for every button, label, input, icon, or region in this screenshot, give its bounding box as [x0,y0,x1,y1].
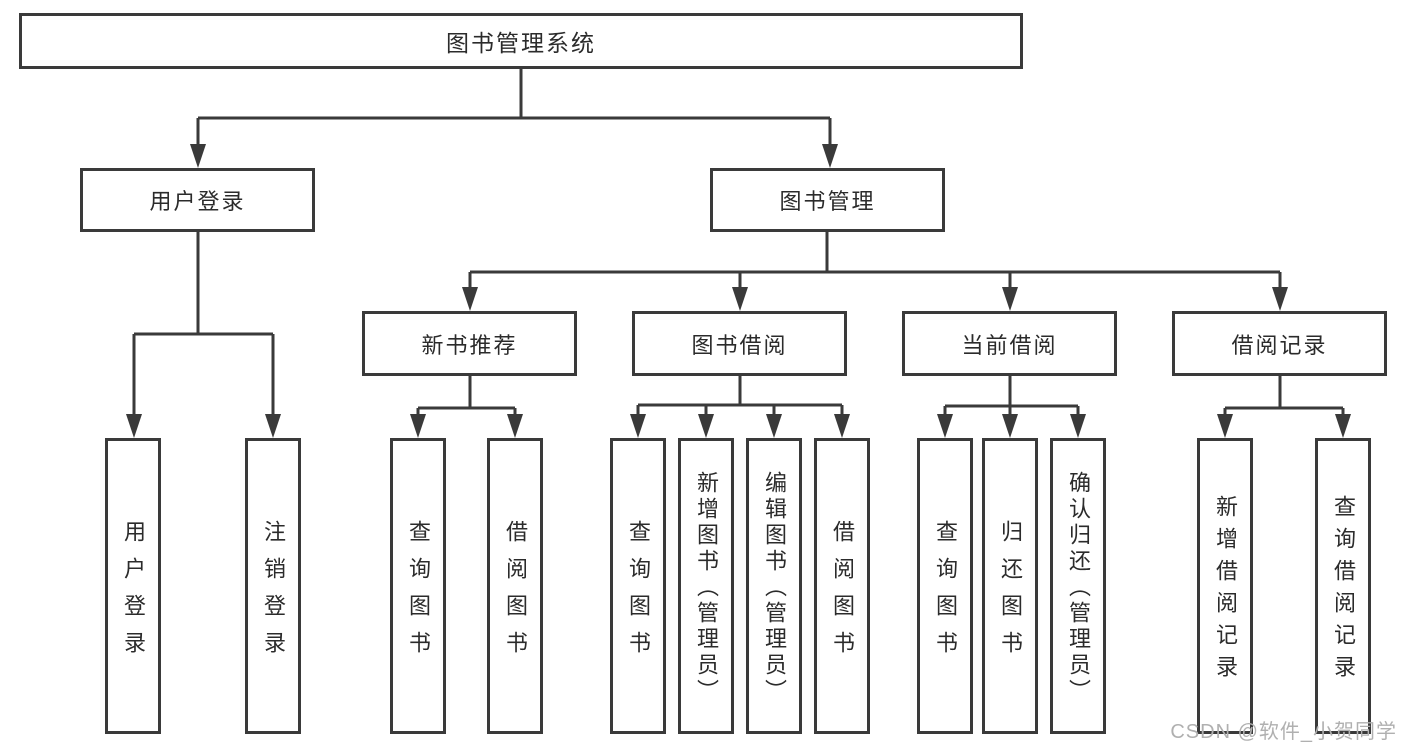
node-label: 查询图书 [933,519,958,668]
node-query-books-recommend: 查询图书 [390,438,446,734]
node-label: 确认归还（管理员） [1066,471,1091,705]
node-borrow-books-action: 借阅图书 [814,438,870,734]
node-query-borrow-record: 查询借阅记录 [1315,438,1371,734]
node-confirm-return-admin: 确认归还（管理员） [1050,438,1106,734]
node-label: 编辑图书（管理员） [762,471,787,705]
node-label: 当前借阅 [961,332,1058,358]
node-add-borrow-record: 新增借阅记录 [1197,438,1253,734]
node-label: 借阅图书 [503,519,528,668]
node-current-borrowing: 当前借阅 [902,311,1117,376]
node-query-books-current: 查询图书 [917,438,973,734]
node-label: 借阅图书 [830,519,855,668]
node-book-borrowing: 图书借阅 [632,311,847,376]
node-label: 图书管理系统 [446,30,596,56]
node-borrowing-records: 借阅记录 [1172,311,1387,376]
node-label: 查询图书 [626,519,651,668]
node-return-books: 归还图书 [982,438,1038,734]
node-label: 新书推荐 [421,332,518,358]
node-book-management: 图书管理 [710,168,945,232]
node-label: 查询图书 [406,519,431,668]
node-borrow-books-recommend: 借阅图书 [487,438,543,734]
node-label: 用户登录 [121,519,146,668]
node-query-books-borrowing: 查询图书 [610,438,666,734]
node-label: 借阅记录 [1231,332,1328,358]
node-label: 注销登录 [261,519,286,668]
node-label: 新增图书（管理员） [694,471,719,705]
node-new-book-recommend: 新书推荐 [362,311,577,376]
watermark: CSDN @软件_小贺同学 [1170,721,1397,743]
node-user-login: 用户登录 [80,168,315,232]
node-logout-action: 注销登录 [245,438,301,734]
node-edit-books-admin: 编辑图书（管理员） [746,438,802,734]
node-label: 图书管理 [779,189,876,214]
node-add-books-admin: 新增图书（管理员） [678,438,734,734]
node-user-login-action: 用户登录 [105,438,161,734]
node-label: 用户登录 [149,189,246,214]
node-label: 查询借阅记录 [1331,495,1356,687]
node-library-management-system: 图书管理系统 [19,13,1023,69]
arrowheads [126,144,1351,438]
node-label: 新增借阅记录 [1213,495,1238,687]
node-label: 图书借阅 [691,332,788,358]
node-label: 归还图书 [998,519,1023,668]
